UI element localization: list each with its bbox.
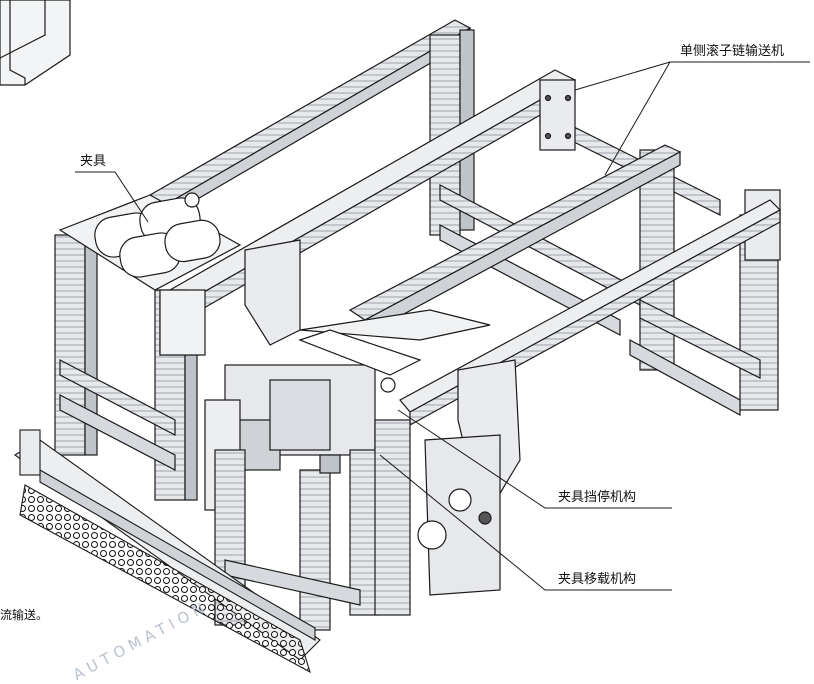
back-frame bbox=[148, 19, 781, 417]
leader-lines bbox=[75, 61, 810, 591]
mounting-plates bbox=[159, 289, 521, 596]
bottom-chain-conveyor bbox=[14, 429, 321, 674]
caption-fragment: 流输送。 bbox=[0, 608, 49, 622]
top-left-frame-corner bbox=[0, 0, 71, 86]
label-conveyor: 单侧滚子链输送机 bbox=[680, 44, 785, 59]
label-fixture: 夹具 bbox=[80, 154, 107, 169]
label-fixture-stop: 夹具挡停机构 bbox=[558, 490, 637, 505]
central-module bbox=[204, 239, 491, 631]
label-fixture-transfer: 夹具移载机构 bbox=[558, 572, 637, 587]
